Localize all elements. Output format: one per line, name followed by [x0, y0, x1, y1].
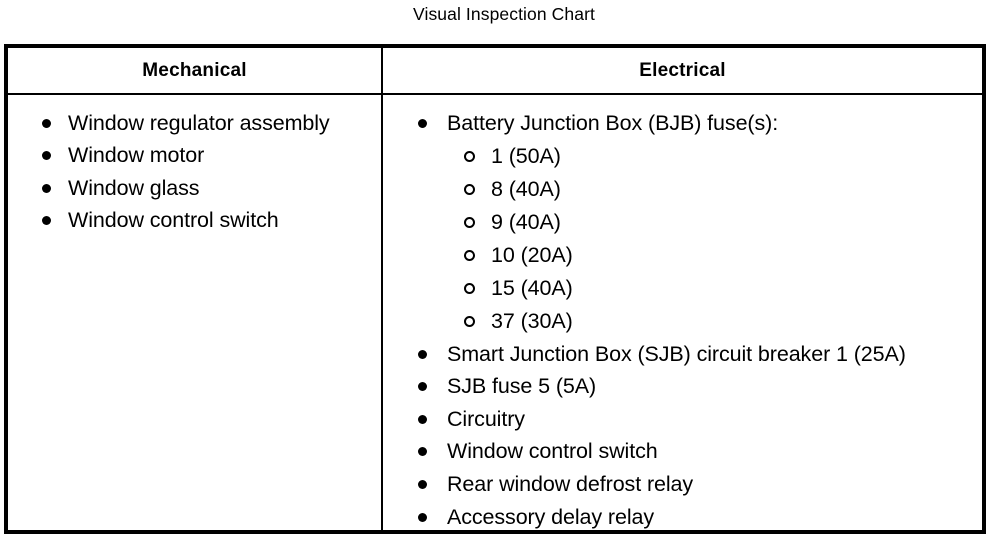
hollow-bullet-icon — [464, 282, 475, 294]
list-item: Smart Junction Box (SJB) circuit breaker… — [383, 338, 982, 371]
list-item: Window regulator assembly — [8, 107, 381, 139]
hollow-bullet-icon — [464, 183, 475, 195]
list-item: Battery Junction Box (BJB) fuse(s): — [383, 107, 982, 140]
list-item: 1 (50A) — [383, 140, 982, 173]
solid-bullet-icon — [418, 479, 427, 489]
list-item: Circuitry — [383, 403, 982, 436]
list-item-label: SJB fuse 5 (5A) — [447, 374, 597, 399]
list-item: Rear window defrost relay — [383, 468, 982, 501]
solid-bullet-icon — [418, 414, 427, 424]
list-item-label: 8 (40A) — [491, 176, 561, 201]
solid-bullet-icon — [418, 382, 427, 392]
list-item: 37 (30A) — [383, 305, 982, 338]
list-item: Accessory delay relay — [383, 501, 982, 534]
list-item-label: 37 (30A) — [491, 308, 573, 333]
solid-bullet-icon — [42, 216, 51, 226]
list-item: 8 (40A) — [383, 173, 982, 206]
list-item: Window glass — [8, 172, 381, 204]
column-header-mechanical: Mechanical — [142, 60, 247, 81]
list-item: Window motor — [8, 139, 381, 171]
list-item: 15 (40A) — [383, 272, 982, 305]
list-item: 10 (20A) — [383, 239, 982, 272]
list-item-label: Smart Junction Box (SJB) circuit breaker… — [447, 341, 906, 366]
hollow-bullet-icon — [464, 249, 475, 261]
solid-bullet-icon — [42, 151, 51, 161]
list-item-label: Rear window defrost relay — [447, 471, 694, 496]
hollow-bullet-icon — [464, 150, 475, 162]
list-item: 9 (40A) — [383, 206, 982, 239]
list-item-label: Circuitry — [447, 406, 525, 431]
hollow-bullet-icon — [464, 216, 475, 228]
list-item-label: 1 (50A) — [491, 143, 561, 168]
solid-bullet-icon — [418, 119, 427, 128]
solid-bullet-icon — [42, 183, 51, 193]
column-divider — [381, 48, 383, 530]
list-item-label: Accessory delay relay — [447, 504, 655, 529]
list-item: Window control switch — [383, 435, 982, 468]
solid-bullet-icon — [42, 119, 51, 128]
solid-bullet-icon — [418, 512, 427, 522]
electrical-column-body: Battery Junction Box (BJB) fuse(s): 1 (50… — [383, 95, 982, 533]
visual-inspection-table: Mechanical Electrical Window regulator a… — [4, 44, 986, 534]
list-item: Window control switch — [8, 204, 381, 236]
list-item: SJB fuse 5 (5A) — [383, 370, 982, 403]
list-item-label: 9 (40A) — [491, 209, 561, 234]
page-title: Visual Inspection Chart — [413, 4, 595, 24]
list-item-label: Window regulator assembly — [68, 111, 330, 135]
solid-bullet-icon — [418, 447, 427, 457]
column-header-electrical: Electrical — [639, 60, 726, 81]
list-item-label: 10 (20A) — [491, 242, 573, 267]
hollow-bullet-icon — [464, 315, 475, 327]
list-item-label: 15 (40A) — [491, 275, 573, 300]
list-item-label: Window glass — [68, 175, 200, 200]
list-item-label: Battery Junction Box (BJB) fuse(s): — [447, 111, 779, 135]
table-header-row: Mechanical Electrical — [8, 48, 982, 95]
list-item-label: Window motor — [68, 143, 205, 168]
list-item-label: Window control switch — [68, 208, 279, 233]
solid-bullet-icon — [418, 349, 427, 359]
list-item-label: Window control switch — [447, 439, 658, 464]
